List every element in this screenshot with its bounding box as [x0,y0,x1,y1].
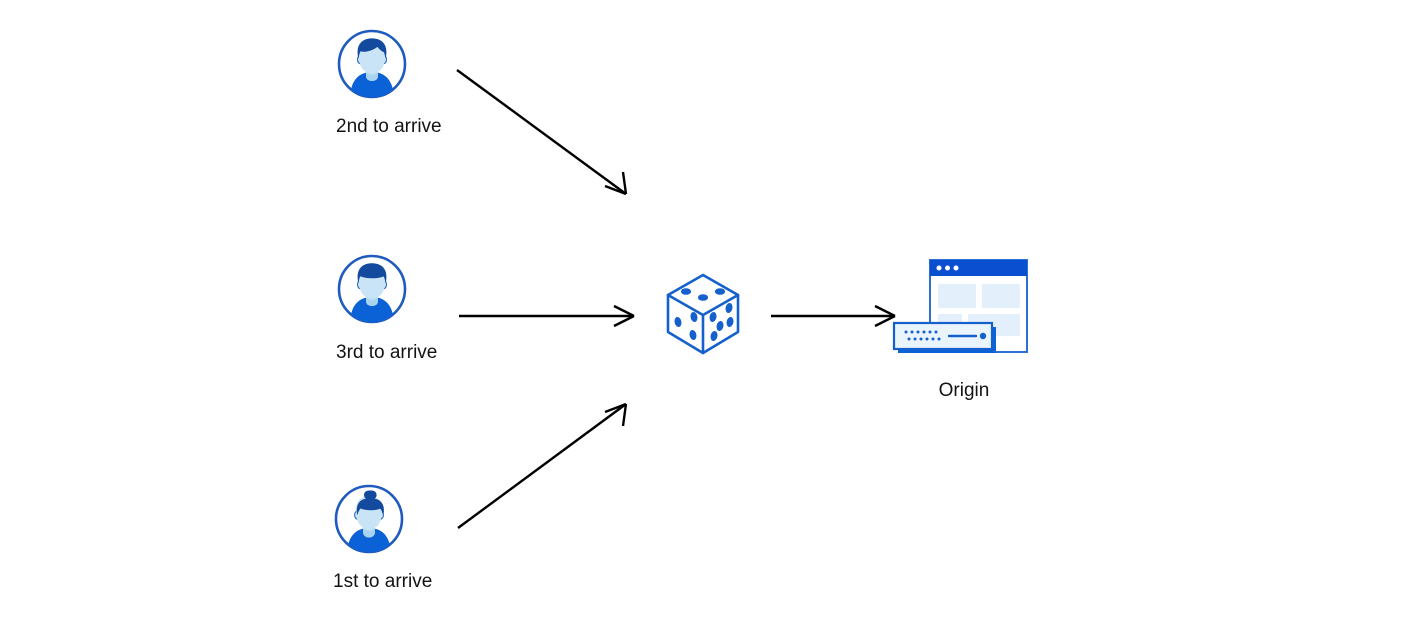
server-appliance-icon [892,321,996,353]
server-vent-dots [904,330,941,341]
arrow-2nd-to-dice [456,69,628,196]
avatar-visitor-2nd [336,28,408,100]
avatar-visitor-3rd [336,253,408,325]
dice-left-face-pips [674,311,698,341]
avatar-label-visitor-1st: 1st to arrive [333,571,433,592]
dice-node [660,270,746,360]
user-avatar-icon [337,254,407,324]
arrow-dice-to-origin [771,304,896,328]
arrow-3rd-to-dice [459,304,635,328]
avatar-label-visitor-2nd: 2nd to arrive [336,116,442,137]
origin-server-icon [892,259,1028,353]
origin-label: Origin [938,380,990,401]
avatar-visitor-1st [333,483,405,555]
user-avatar-icon [337,29,407,99]
dice-right-face-pips [709,302,734,342]
avatar-label-visitor-3rd: 3rd to arrive [336,342,438,363]
dice-top-face-pips [680,288,726,301]
dice-icon [666,273,740,355]
origin-node [890,255,1040,365]
user-avatar-icon [334,484,404,554]
arrow-1st-to-dice [457,402,628,529]
